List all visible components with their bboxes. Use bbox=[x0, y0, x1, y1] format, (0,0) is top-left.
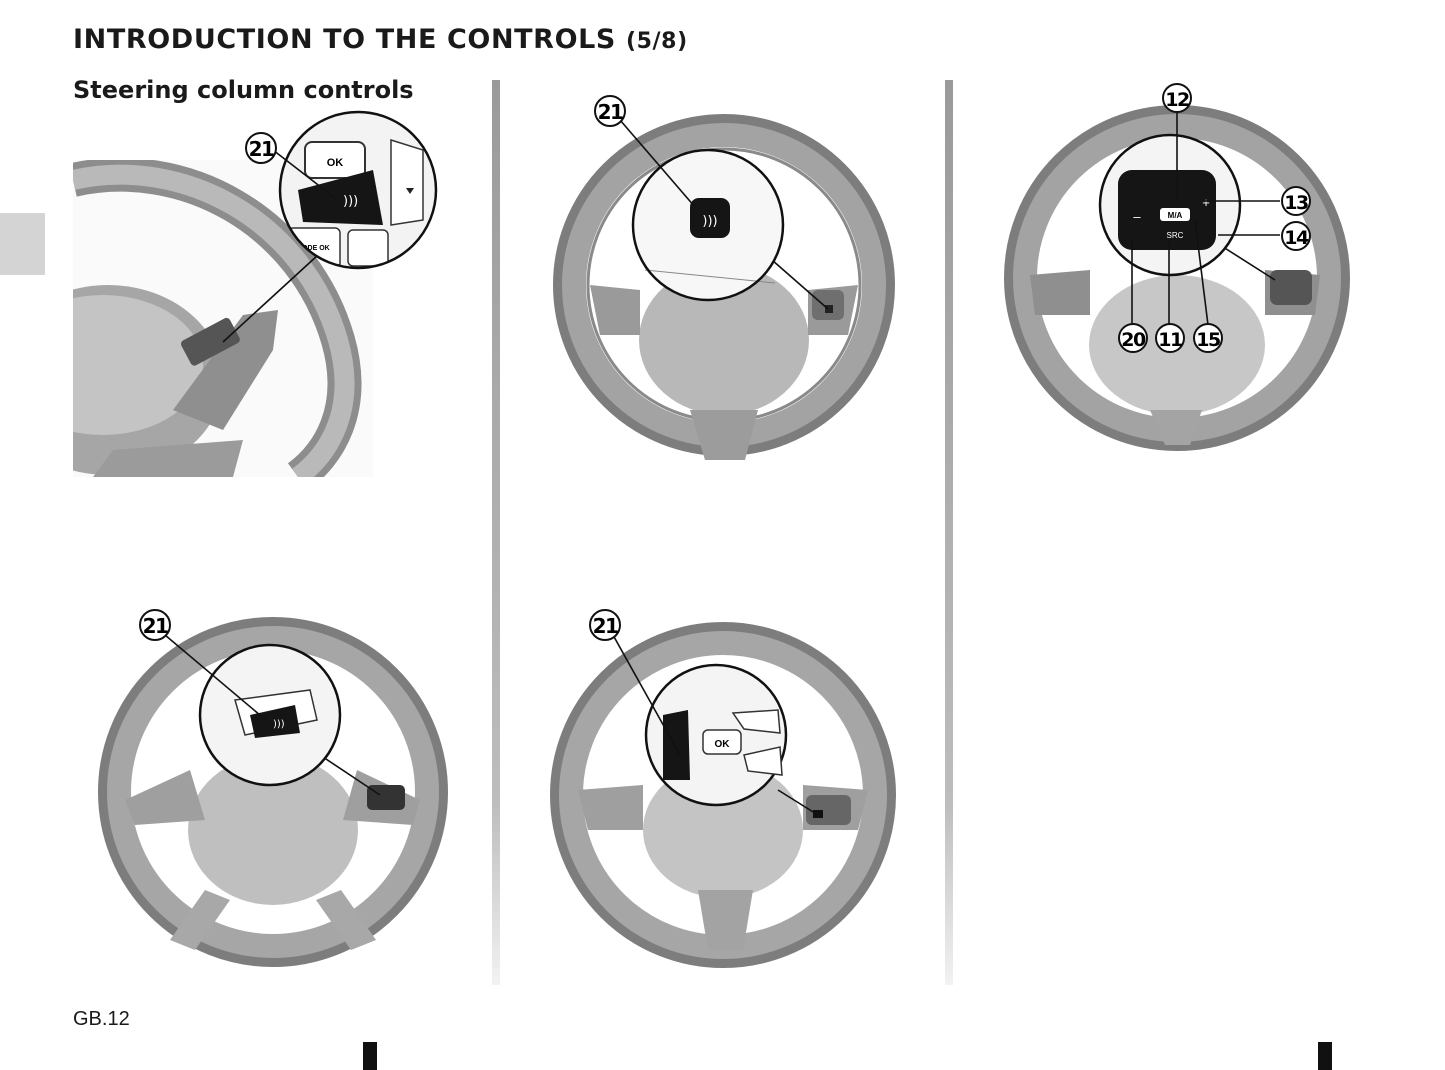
svg-text:12: 12 bbox=[1165, 89, 1189, 111]
voice-command-icon: ))) bbox=[702, 214, 717, 229]
steering-wheel-image bbox=[98, 617, 448, 967]
callout-12: 12 bbox=[1162, 83, 1192, 113]
ok-button-label: OK bbox=[715, 739, 731, 750]
steering-wheel-image bbox=[1004, 105, 1350, 451]
callout-21: 21 bbox=[589, 609, 681, 756]
figure-1: OK ))) MODE OK 21 bbox=[73, 110, 438, 477]
callout-21: 21 bbox=[245, 132, 336, 199]
callout-20: 20 bbox=[1118, 323, 1148, 353]
svg-text:21: 21 bbox=[143, 614, 168, 638]
svg-text:21: 21 bbox=[598, 100, 623, 124]
callout-13: 13 bbox=[1281, 186, 1311, 216]
mode-ok-label: MODE OK bbox=[296, 245, 329, 252]
src-button-label: SRC bbox=[1167, 231, 1184, 240]
ok-button-label: OK bbox=[327, 157, 344, 169]
svg-text:21: 21 bbox=[249, 137, 274, 161]
zoom-inset: ))) bbox=[631, 148, 785, 302]
footer-mark-left bbox=[363, 1042, 377, 1070]
zoom-inset: M/A SRC + – bbox=[1098, 133, 1242, 277]
minus-button-label: – bbox=[1133, 209, 1141, 224]
svg-text:20: 20 bbox=[1121, 329, 1146, 351]
svg-text:15: 15 bbox=[1196, 329, 1220, 351]
column-divider-left bbox=[492, 80, 500, 985]
figure-4: ))) 21 bbox=[98, 609, 448, 967]
figure-3: M/A SRC + – 12 13 14 20 11 15 bbox=[1004, 83, 1350, 451]
section-subtitle: Steering column controls bbox=[73, 76, 414, 104]
voice-command-icon: ))) bbox=[343, 194, 358, 209]
zoom-inset: OK bbox=[644, 663, 788, 807]
column-divider-right bbox=[945, 80, 953, 985]
callout-14: 14 bbox=[1281, 221, 1311, 251]
figure-5: OK 21 bbox=[550, 609, 896, 968]
callout-21: 21 bbox=[139, 609, 268, 722]
svg-text:11: 11 bbox=[1158, 329, 1182, 351]
svg-text:14: 14 bbox=[1284, 227, 1309, 249]
footer-mark-right bbox=[1318, 1042, 1332, 1070]
callout-21: 21 bbox=[594, 95, 696, 208]
page-number: GB.12 bbox=[73, 1008, 130, 1030]
section-tab bbox=[0, 213, 45, 275]
callout-15: 15 bbox=[1193, 323, 1223, 353]
plus-button-label: + bbox=[1202, 195, 1210, 210]
page-indicator: (5/8) bbox=[625, 29, 688, 54]
zoom-inset: OK ))) MODE OK bbox=[278, 110, 438, 270]
figure-2: ))) 21 bbox=[553, 95, 895, 460]
callout-11: 11 bbox=[1155, 323, 1185, 353]
ma-button-label: M/A bbox=[1168, 211, 1183, 220]
voice-command-icon: ))) bbox=[273, 719, 285, 730]
svg-text:21: 21 bbox=[593, 614, 618, 638]
zoom-inset: ))) bbox=[198, 643, 342, 787]
page-title: INTRODUCTION TO THE CONTROLS (5/8) bbox=[73, 24, 688, 55]
svg-text:13: 13 bbox=[1284, 192, 1308, 214]
